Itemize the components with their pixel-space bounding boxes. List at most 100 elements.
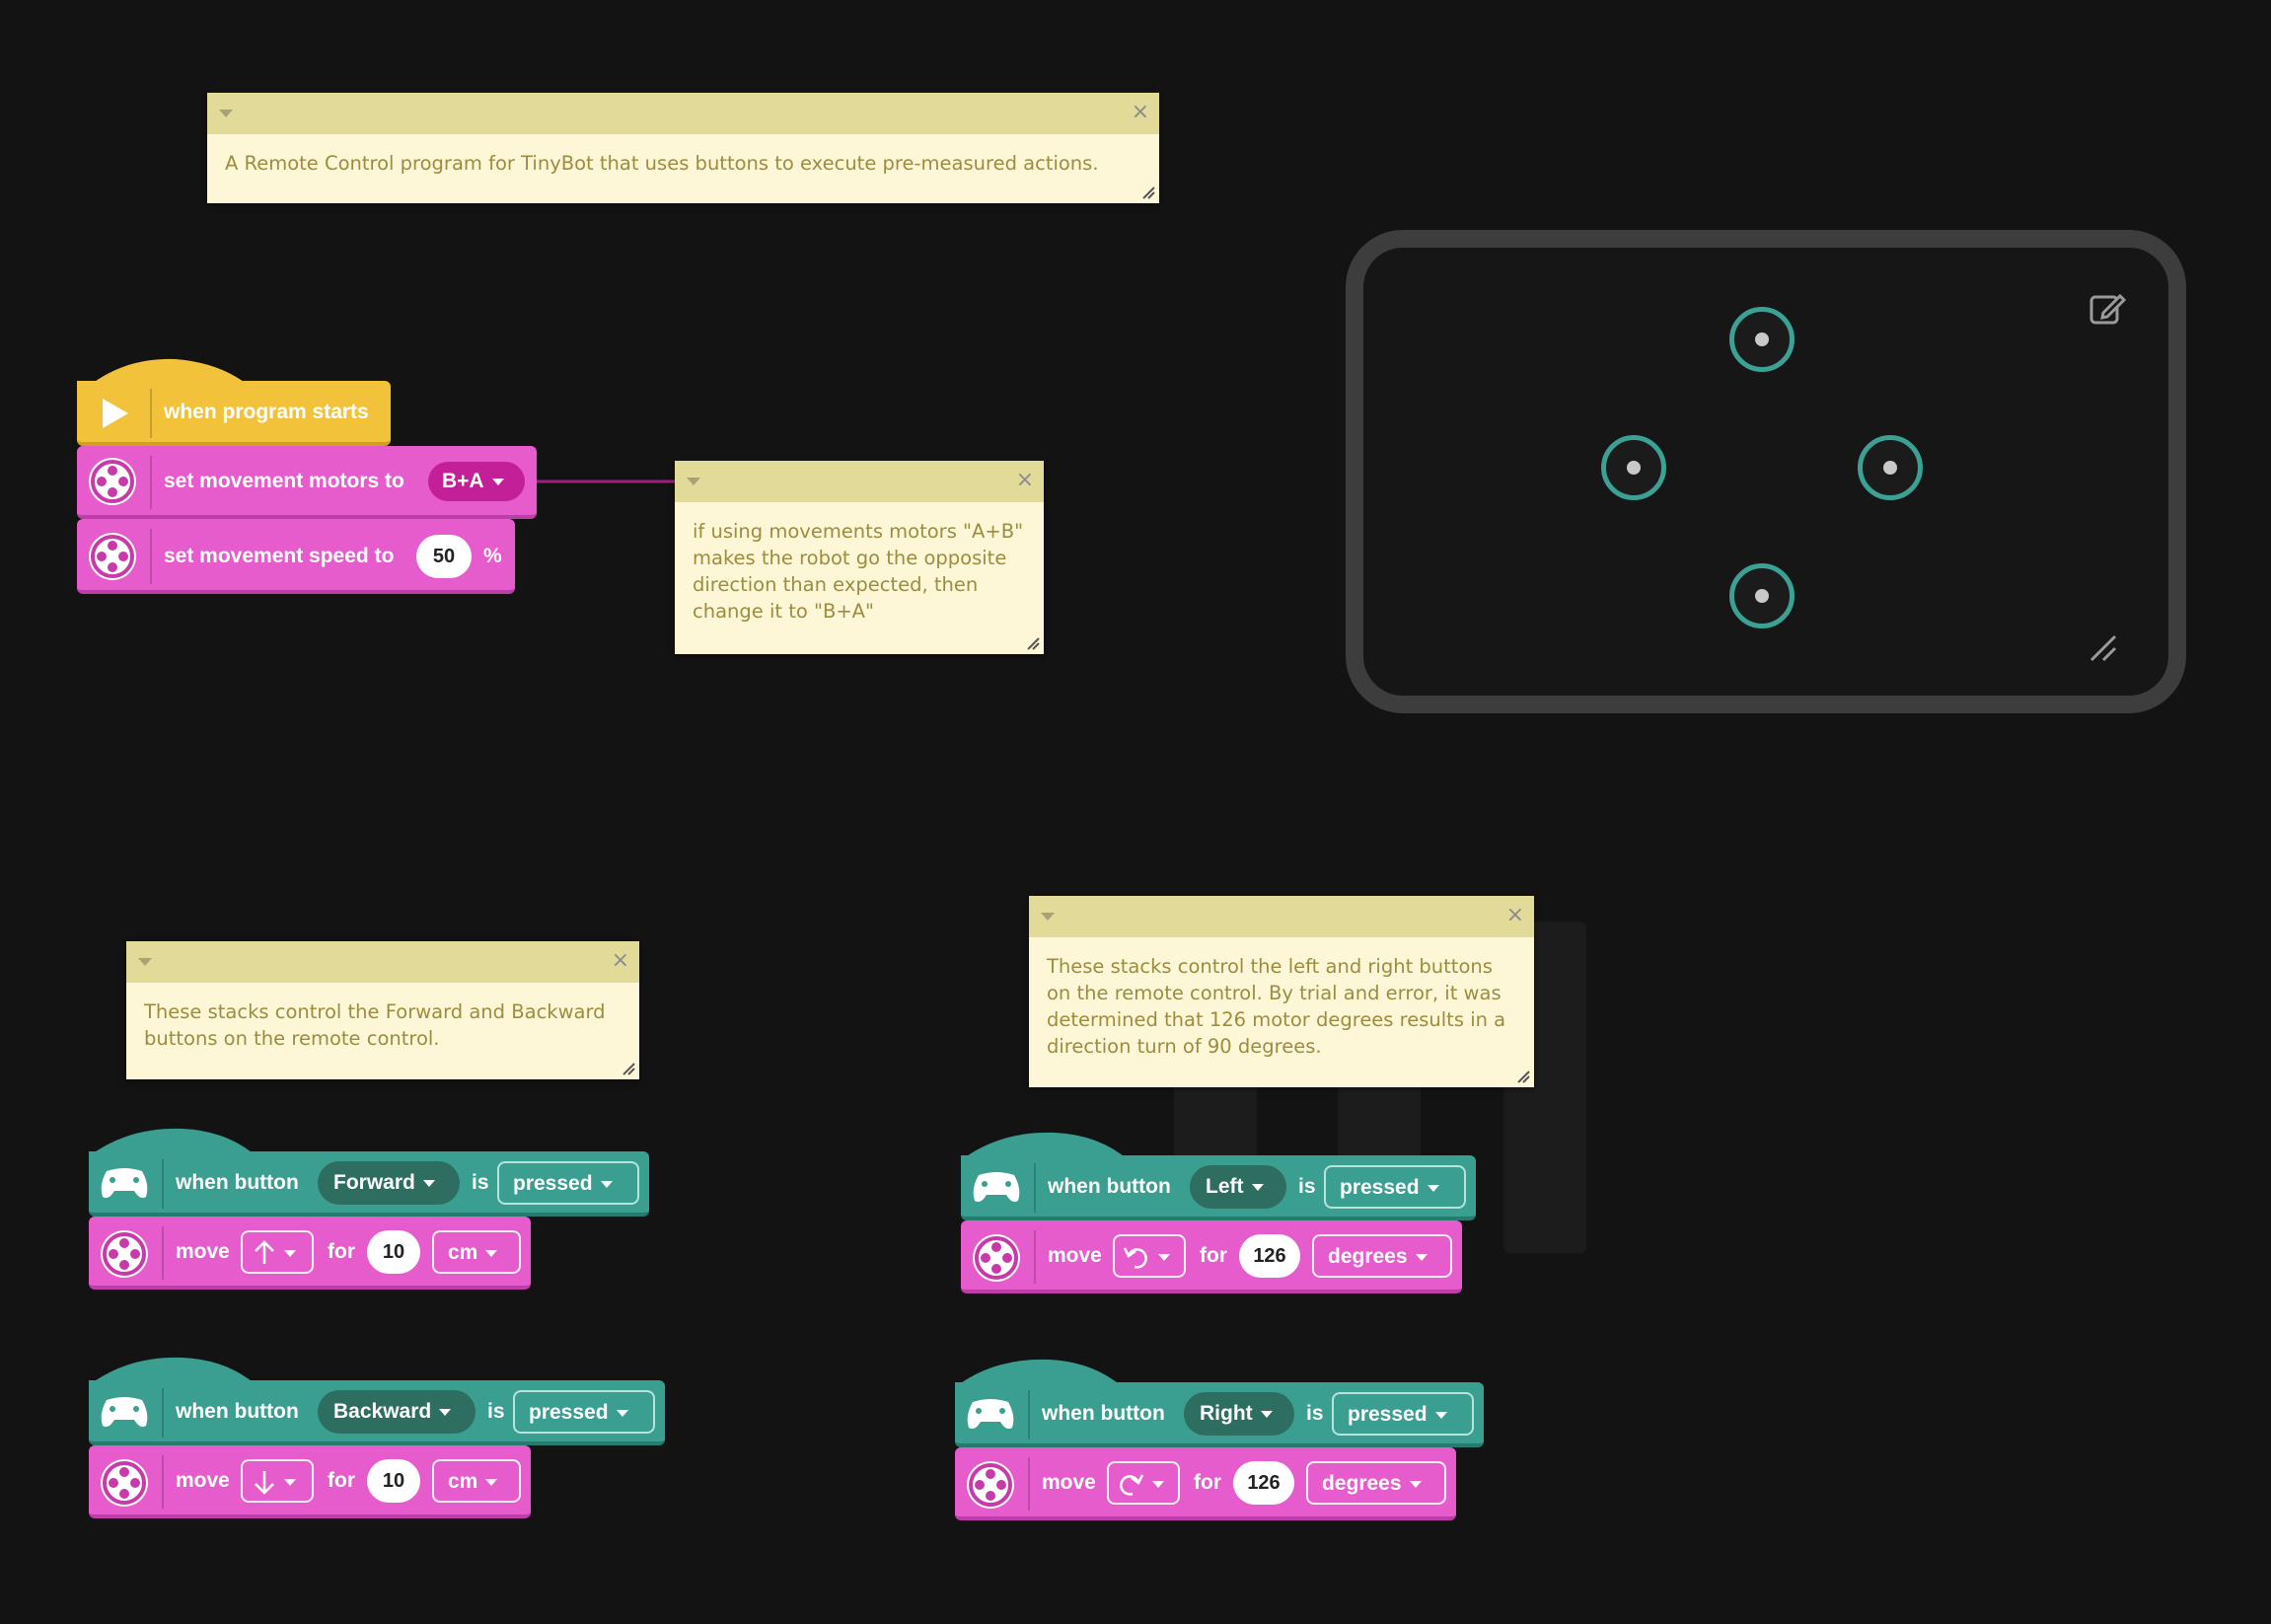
chevron-down-icon <box>284 1249 296 1257</box>
gamepad-icon <box>967 1399 1014 1430</box>
close-icon[interactable]: × <box>1131 100 1149 124</box>
program-description-note[interactable]: × A Remote Control program for TinyBot t… <box>207 93 1159 203</box>
button-select-value: Backward <box>333 1400 432 1423</box>
state-dropdown[interactable]: pressed <box>1324 1165 1466 1209</box>
motor-icon-graphic <box>91 535 134 578</box>
note-header[interactable]: × <box>126 941 639 983</box>
remote-right-button[interactable] <box>1858 435 1923 500</box>
set-movement-motors-block[interactable]: set movement motors to B+A <box>77 446 537 519</box>
button-select-value: Left <box>1206 1175 1244 1198</box>
motors-label: set movement motors to <box>164 470 404 492</box>
state-dropdown[interactable]: pressed <box>1332 1392 1474 1436</box>
remote-forward-button[interactable] <box>1729 307 1795 372</box>
for-label: for <box>1200 1244 1227 1267</box>
button-select-dropdown[interactable]: Backward <box>318 1390 476 1434</box>
close-icon[interactable]: × <box>611 948 629 973</box>
button-select-value: Forward <box>333 1171 415 1194</box>
when-button-backward-block[interactable]: when button Backward is pressed <box>89 1380 665 1445</box>
state-value: pressed <box>529 1401 609 1424</box>
move-forward-block[interactable]: move for 10 cm <box>89 1217 531 1290</box>
left-right-note[interactable]: × These stacks control the left and righ… <box>1029 896 1534 1087</box>
button-select-dropdown[interactable]: Forward <box>318 1161 460 1205</box>
unit-dropdown[interactable]: degrees <box>1306 1461 1446 1505</box>
remote-button-dot <box>1755 332 1769 346</box>
motor-icon <box>973 1234 1020 1282</box>
motor-icon <box>967 1461 1014 1509</box>
resize-handle-icon[interactable] <box>1516 1070 1530 1083</box>
direction-dropdown[interactable] <box>1113 1234 1186 1278</box>
resize-handle-icon[interactable] <box>1141 185 1155 199</box>
when-program-starts-block[interactable]: when program starts <box>77 381 391 446</box>
note-header[interactable]: × <box>675 461 1044 502</box>
remote-button-dot <box>1627 461 1641 475</box>
distance-input[interactable]: 10 <box>367 1230 420 1274</box>
unit-dropdown[interactable]: cm <box>432 1459 521 1503</box>
remote-button-dot <box>1883 461 1897 475</box>
panel-resize-icon[interactable] <box>2088 632 2119 664</box>
move-left-block[interactable]: move for 126 degrees <box>961 1220 1462 1293</box>
unit-dropdown[interactable]: cm <box>432 1230 521 1274</box>
chevron-down-icon <box>1158 1253 1170 1261</box>
forward-backward-note[interactable]: × These stacks control the Forward and B… <box>126 941 639 1079</box>
resize-handle-icon[interactable] <box>622 1062 635 1075</box>
speed-label: set movement speed to <box>164 545 395 567</box>
close-icon[interactable]: × <box>1505 903 1524 927</box>
motor-icon-graphic <box>103 1461 146 1505</box>
distance-input[interactable]: 10 <box>367 1459 420 1503</box>
unit-dropdown[interactable]: degrees <box>1312 1234 1452 1278</box>
direction-dropdown[interactable] <box>1107 1461 1180 1505</box>
close-icon[interactable]: × <box>1015 468 1034 492</box>
move-label: move <box>176 1240 230 1263</box>
when-button-left-block[interactable]: when button Left is pressed <box>961 1155 1476 1220</box>
button-select-value: Right <box>1200 1402 1253 1425</box>
motors-hint-note[interactable]: × if using movements motors "A+B" makes … <box>675 461 1044 654</box>
collapse-icon[interactable] <box>219 110 233 117</box>
note-header[interactable]: × <box>1029 896 1534 937</box>
remote-control-panel[interactable] <box>1346 230 2186 713</box>
move-right-block[interactable]: move for 126 degrees <box>955 1447 1456 1520</box>
degrees-input[interactable]: 126 <box>1239 1234 1300 1278</box>
gamepad-icon <box>101 1397 148 1428</box>
unit-value: degrees <box>1322 1472 1402 1495</box>
when-button-label: when button <box>176 1171 299 1194</box>
set-movement-speed-block[interactable]: set movement speed to 50 % <box>77 519 515 594</box>
note-text: These stacks control the Forward and Bac… <box>144 1000 606 1050</box>
note-text: A Remote Control program for TinyBot tha… <box>225 152 1099 175</box>
move-backward-block[interactable]: move for 10 cm <box>89 1445 531 1518</box>
unit-value: degrees <box>1328 1245 1408 1268</box>
hat-label: when program starts <box>164 401 369 423</box>
collapse-icon[interactable] <box>687 478 700 485</box>
chevron-down-icon <box>1415 1253 1428 1261</box>
arrow-up-icon <box>255 1240 274 1264</box>
direction-dropdown[interactable] <box>241 1230 314 1274</box>
motor-icon <box>89 533 136 580</box>
note-header[interactable]: × <box>207 93 1159 134</box>
direction-dropdown[interactable] <box>241 1459 314 1503</box>
unit-value: cm <box>448 1241 478 1264</box>
collapse-icon[interactable] <box>1041 913 1055 921</box>
move-label: move <box>1048 1244 1102 1267</box>
when-button-forward-block[interactable]: when button Forward is pressed <box>89 1151 649 1217</box>
when-button-right-block[interactable]: when button Right is pressed <box>955 1382 1484 1447</box>
motor-icon-graphic <box>975 1236 1018 1280</box>
speed-input[interactable]: 50 <box>416 535 472 578</box>
chevron-down-icon <box>439 1408 452 1416</box>
button-select-dropdown[interactable]: Right <box>1184 1392 1294 1436</box>
motor-icon <box>101 1459 148 1507</box>
edit-icon[interactable] <box>2088 289 2127 329</box>
motor-icon-graphic <box>969 1463 1012 1507</box>
unit-value: cm <box>448 1470 478 1493</box>
motors-pair-dropdown[interactable]: B+A <box>428 462 525 501</box>
remote-backward-button[interactable] <box>1729 563 1795 628</box>
button-select-dropdown[interactable]: Left <box>1190 1165 1286 1209</box>
degrees-input[interactable]: 126 <box>1233 1461 1294 1505</box>
for-label: for <box>328 1469 355 1492</box>
state-value: pressed <box>513 1172 593 1195</box>
remote-left-button[interactable] <box>1601 435 1666 500</box>
resize-handle-icon[interactable] <box>1026 636 1040 650</box>
motor-icon <box>89 458 136 505</box>
collapse-icon[interactable] <box>138 958 152 966</box>
chevron-down-icon <box>1434 1411 1447 1419</box>
state-dropdown[interactable]: pressed <box>513 1390 655 1434</box>
state-dropdown[interactable]: pressed <box>497 1161 639 1205</box>
